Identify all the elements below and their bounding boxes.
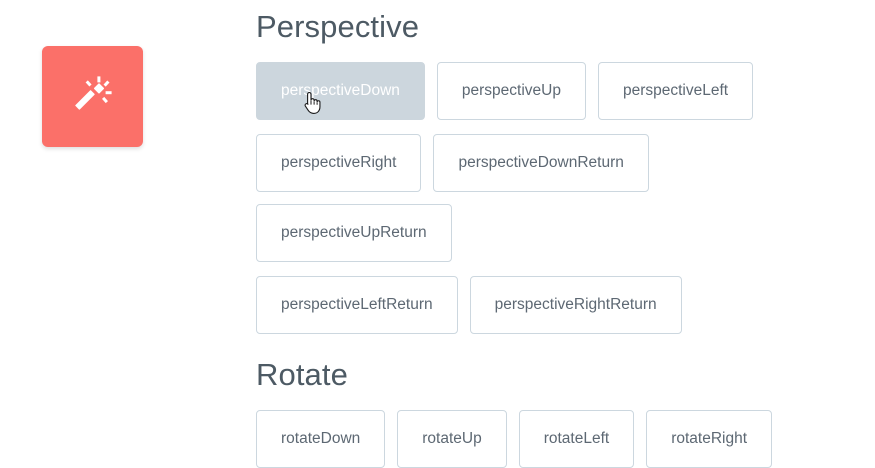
button-perspective-left-return[interactable]: perspectiveLeftReturn: [256, 276, 458, 335]
button-row: perspectiveLeftReturn perspectiveRightRe…: [256, 276, 856, 335]
button-row: perspectiveRight perspectiveDownReturn p…: [256, 134, 856, 263]
section-heading-perspective: Perspective: [256, 9, 420, 44]
magic-wand-tile: [42, 46, 143, 147]
section-rotate: Rotate rotateDown rotateUp rotateLeft ro…: [256, 334, 856, 468]
button-perspective-up-return[interactable]: perspectiveUpReturn: [256, 204, 452, 263]
button-perspective-right[interactable]: perspectiveRight: [256, 134, 422, 193]
magic-wand-icon: [71, 75, 115, 119]
button-row: rotateDown rotateUp rotateLeft rotateRig…: [256, 410, 856, 468]
button-rotate-right[interactable]: rotateRight: [646, 410, 773, 468]
button-perspective-down-return[interactable]: perspectiveDownReturn: [433, 134, 649, 193]
button-rotate-down[interactable]: rotateDown: [256, 410, 386, 468]
button-perspective-down[interactable]: perspectiveDown: [256, 62, 425, 121]
button-rotate-left[interactable]: rotateLeft: [518, 410, 635, 468]
button-row: perspectiveDown perspectiveUp perspectiv…: [256, 62, 856, 121]
button-perspective-right-return[interactable]: perspectiveRightReturn: [469, 276, 682, 335]
section-heading-rotate: Rotate: [256, 357, 348, 393]
button-perspective-left[interactable]: perspectiveLeft: [597, 62, 754, 121]
page-root: Perspective perspectiveDown perspectiveU…: [42, 9, 773, 468]
content-column: Perspective perspectiveDown perspectiveU…: [256, 0, 856, 468]
button-perspective-up[interactable]: perspectiveUp: [436, 62, 586, 121]
button-rotate-up[interactable]: rotateUp: [397, 410, 507, 468]
section-perspective: Perspective perspectiveDown perspectiveU…: [256, 0, 856, 335]
